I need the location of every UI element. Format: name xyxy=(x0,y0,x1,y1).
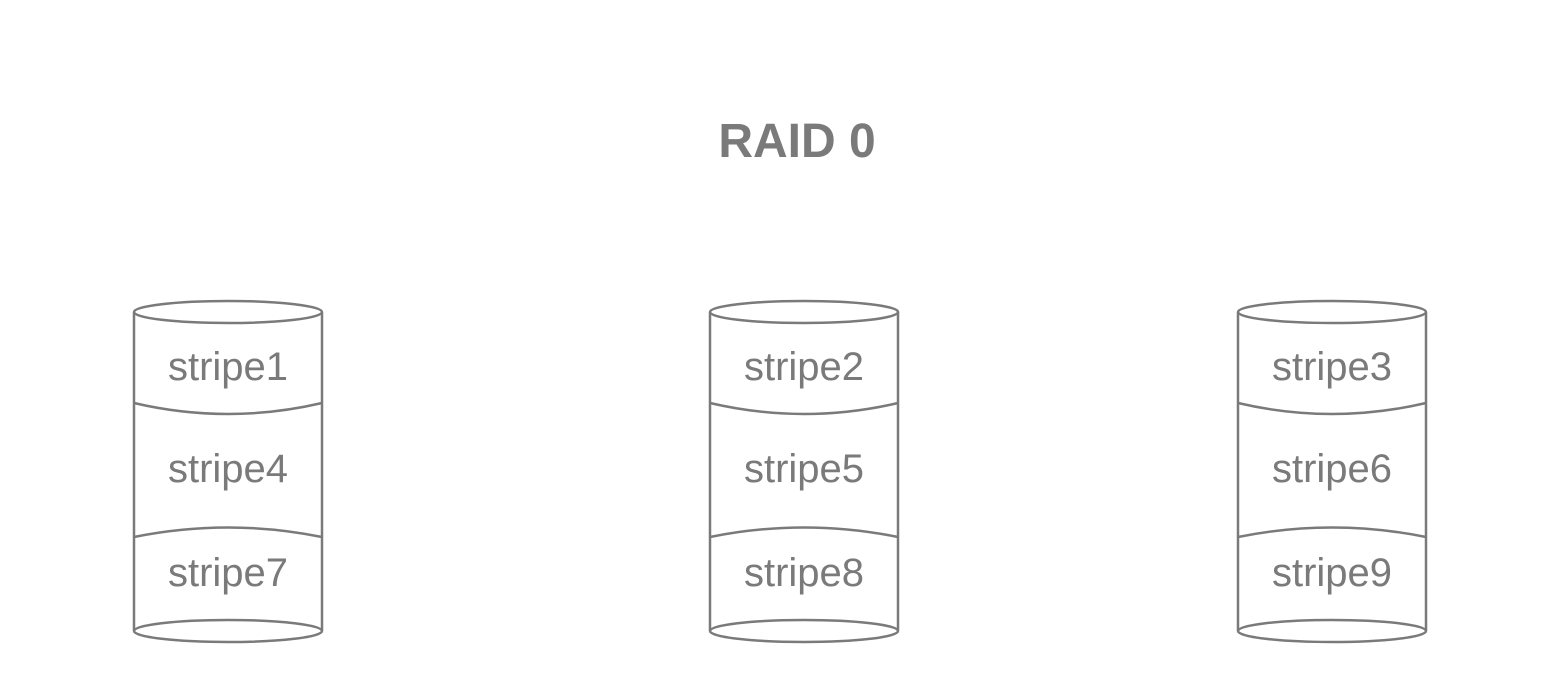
disk-3-outline xyxy=(1236,299,1428,644)
disk-3: stripe3 stripe6 stripe9 xyxy=(1236,299,1428,644)
stripe-label: stripe9 xyxy=(1272,551,1392,595)
stripe-label: stripe3 xyxy=(1272,345,1392,389)
stripe-label: stripe7 xyxy=(168,551,288,595)
stripe-label: stripe5 xyxy=(744,447,864,491)
disk-1: stripe1 stripe4 stripe7 xyxy=(132,299,324,644)
stripe-label: stripe2 xyxy=(744,345,864,389)
stripe-label: stripe1 xyxy=(168,345,288,389)
disk-2-outline xyxy=(708,299,900,644)
stripe-label: stripe6 xyxy=(1272,447,1392,491)
stripe-label: stripe8 xyxy=(744,551,864,595)
stripe-label: stripe4 xyxy=(168,447,288,491)
disk-2: stripe2 stripe5 stripe8 xyxy=(708,299,900,644)
diagram-title: RAID 0 xyxy=(718,115,875,168)
disk-1-outline xyxy=(132,299,324,644)
